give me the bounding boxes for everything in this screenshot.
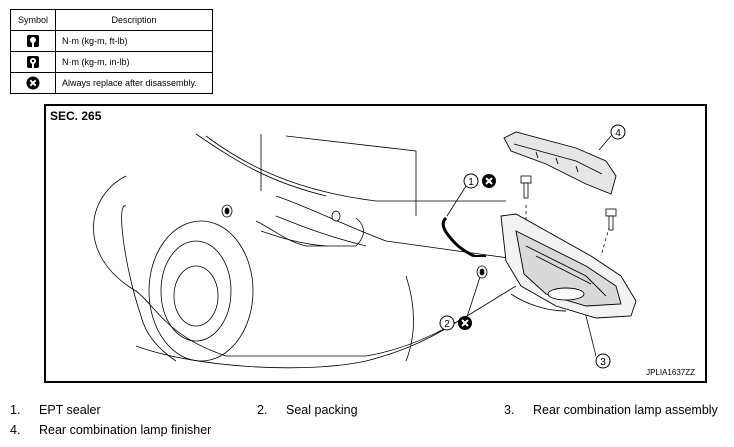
legend-header-description: Description [55,9,213,31]
legend-row: N·m (kg-m, ft-lb) [10,30,213,52]
legend-row: Always replace after disassembly. [10,72,213,94]
callout-4: 4 [610,124,626,140]
part-number: 3. [504,403,515,417]
part-name: Rear combination lamp assembly [533,403,718,417]
svg-text:4: 4 [615,128,621,139]
exploded-view-diagram: 1 2 3 4 SEC. 265 JPLIA1637ZZ [44,104,707,383]
legend-text: N·m (kg-m, in-lb) [55,51,213,73]
section-label: SEC. 265 [50,109,102,123]
part-number: 2. [257,403,268,417]
always-replace-icon [458,316,472,330]
svg-text:1: 1 [468,177,474,188]
part-number: 4. [10,423,21,437]
callout-3: 3 [595,353,611,369]
svg-text:2: 2 [444,319,450,330]
legend-text: Always replace after disassembly. [55,72,213,94]
list-item: 1. EPT sealer [10,403,101,417]
figure-reference-code: JPLIA1637ZZ [646,368,695,377]
svg-text:3: 3 [600,357,606,368]
callout-2: 2 [439,315,472,331]
callout-1: 1 [463,173,496,189]
legend-header-row: Symbol Description [10,9,213,31]
always-replace-icon [482,174,496,188]
legend-row: N·m (kg-m, in-lb) [10,51,213,73]
part-name: Rear combination lamp finisher [39,423,212,437]
always-replace-icon [26,76,40,90]
part-name: Seal packing [286,403,358,417]
part-number: 1. [10,403,21,417]
list-item: 2. Seal packing [257,403,358,417]
list-item: 3. Rear combination lamp assembly [504,403,718,417]
torque-wrench-ft-lb-icon [27,35,39,47]
legend-header-symbol: Symbol [10,9,56,31]
list-item: 4. Rear combination lamp finisher [10,423,211,437]
symbol-legend-table: Symbol Description N·m (kg-m, ft-lb) N·m… [10,9,213,94]
rear-lamp-illustration: 1 2 3 4 [93,124,637,369]
legend-text: N·m (kg-m, ft-lb) [55,30,213,52]
part-name: EPT sealer [39,403,101,417]
torque-wrench-in-lb-icon [27,56,39,68]
